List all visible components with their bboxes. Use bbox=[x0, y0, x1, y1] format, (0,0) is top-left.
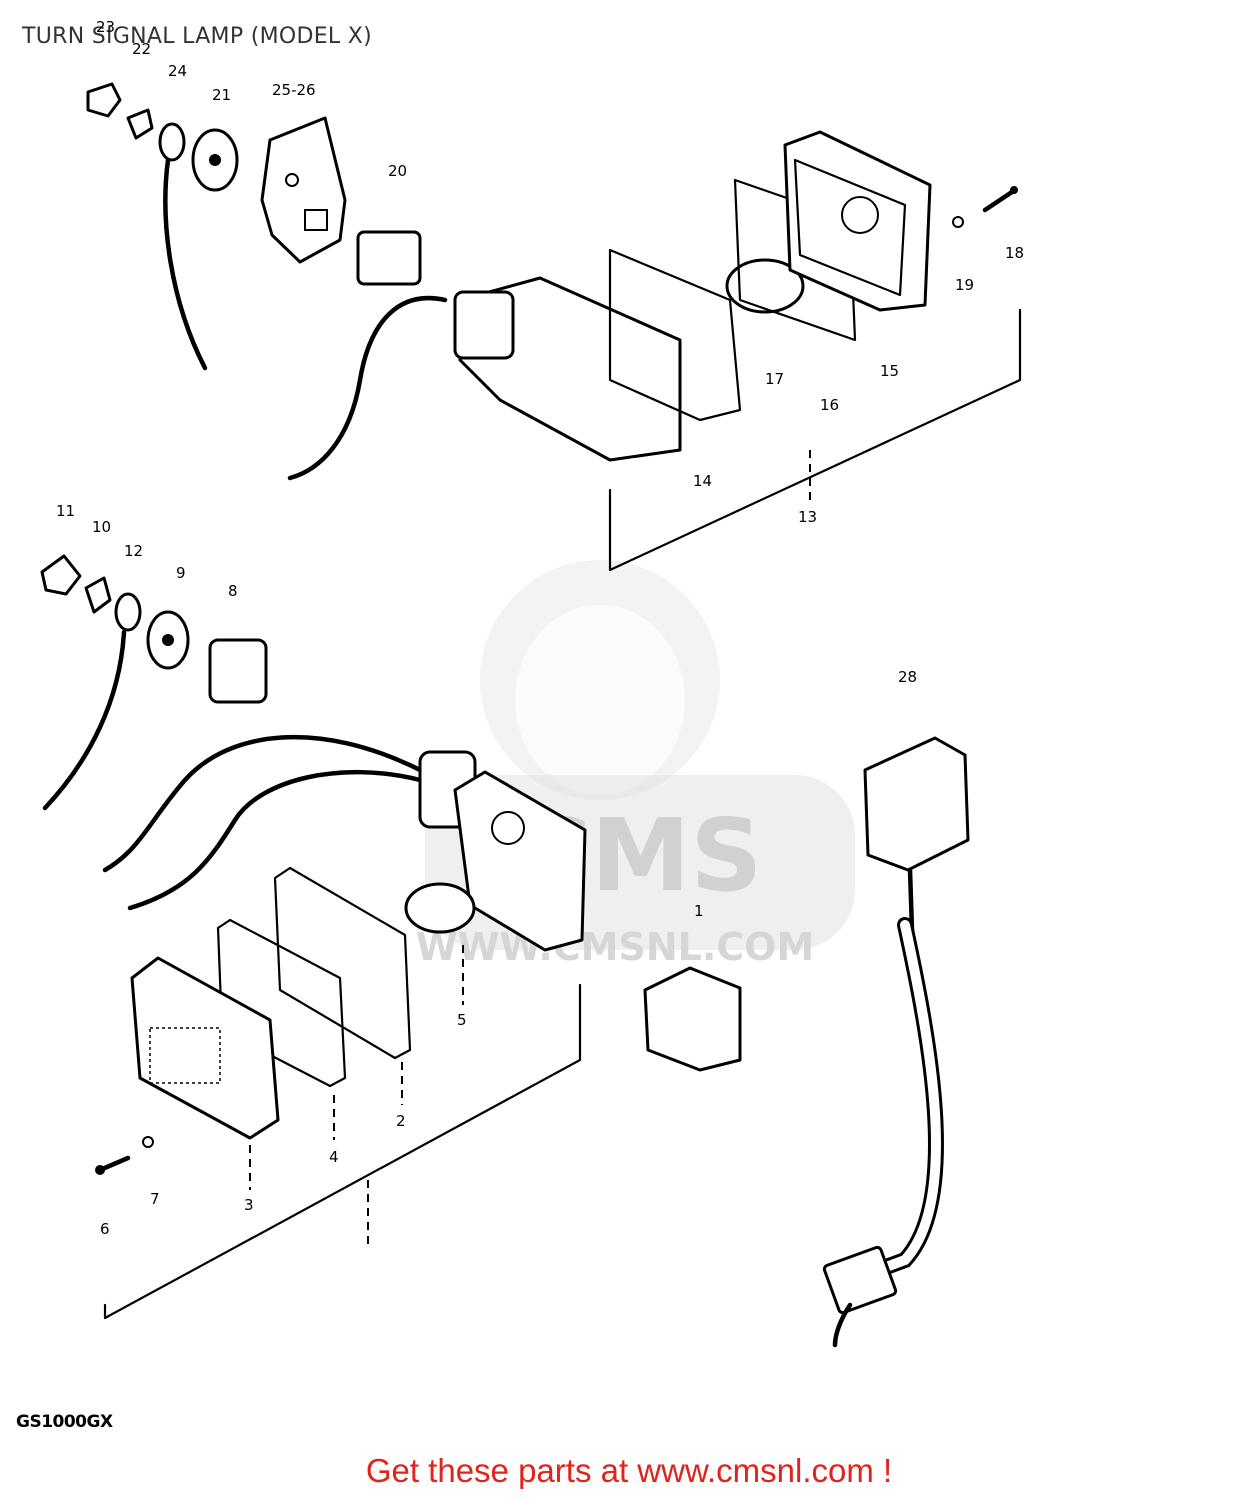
callout-2: 2 bbox=[396, 1112, 406, 1130]
callout-8: 8 bbox=[228, 582, 238, 600]
callout-7: 7 bbox=[150, 1190, 160, 1208]
lens-pattern bbox=[149, 1027, 221, 1084]
ground-wire bbox=[42, 629, 127, 811]
screw-head bbox=[1010, 186, 1018, 194]
lens-inner bbox=[793, 158, 907, 297]
callout-21: 21 bbox=[212, 86, 231, 104]
callout-24: 24 bbox=[168, 62, 187, 80]
callout-10: 10 bbox=[92, 518, 111, 536]
screw-18 bbox=[982, 187, 1018, 213]
housing-stem bbox=[453, 290, 515, 360]
signal-wire bbox=[287, 295, 448, 481]
diagram-title: TURN SIGNAL LAMP (MODEL X) bbox=[22, 24, 373, 49]
callout-labels: 23 22 24 21 25-26 20 18 19 15 17 16 14 1… bbox=[56, 18, 1024, 1238]
callout-9: 9 bbox=[176, 564, 186, 582]
model-code: GS1000GX bbox=[16, 1412, 113, 1432]
callout-11: 11 bbox=[56, 502, 75, 520]
relay-body-28 bbox=[863, 736, 970, 872]
bracket-hole bbox=[285, 173, 299, 187]
grommet-20 bbox=[356, 230, 422, 286]
footer-link-text[interactable]: Get these parts at www.cmsnl.com ! bbox=[365, 1452, 893, 1489]
screw-6 bbox=[97, 1155, 131, 1173]
callout-5: 5 bbox=[457, 1011, 467, 1029]
footer-cta[interactable]: Get these parts at www.cmsnl.com ! bbox=[0, 1452, 1238, 1490]
flasher-relay-28 bbox=[822, 736, 970, 1348]
bulb-17 bbox=[725, 258, 805, 314]
washer-22 bbox=[126, 108, 154, 140]
callout-25-26: 25-26 bbox=[272, 81, 316, 99]
callout-19: 19 bbox=[955, 276, 974, 294]
lock-washer-12 bbox=[114, 592, 142, 632]
nut-11 bbox=[40, 554, 82, 596]
cable-a bbox=[102, 734, 423, 873]
lens-reflector bbox=[841, 196, 879, 234]
gasket-2 bbox=[273, 866, 412, 1060]
callout-22: 22 bbox=[132, 40, 151, 58]
relay-connector bbox=[822, 1245, 898, 1315]
callout-4: 4 bbox=[329, 1148, 339, 1166]
lamp-housing-14 bbox=[458, 276, 682, 462]
socket bbox=[491, 811, 525, 845]
bracket-25-26 bbox=[260, 116, 347, 264]
front-turn-signal-assembly bbox=[86, 82, 1022, 572]
washer-7 bbox=[142, 1136, 154, 1148]
cable-b bbox=[127, 769, 423, 911]
callout-14: 14 bbox=[693, 472, 712, 490]
callout-28: 28 bbox=[898, 668, 917, 686]
relay-1 bbox=[643, 966, 742, 1072]
bracket-slot bbox=[304, 209, 328, 231]
washer-hole bbox=[209, 154, 221, 166]
callout-16: 16 bbox=[820, 396, 839, 414]
gasket-14 bbox=[608, 248, 742, 422]
callout-20: 20 bbox=[388, 162, 407, 180]
lock-washer-24 bbox=[158, 122, 186, 162]
rear-turn-signal-assembly bbox=[40, 554, 742, 1320]
lens-3 bbox=[130, 956, 280, 1140]
assembly-bracket-13 bbox=[608, 308, 1022, 572]
washer-9-hole bbox=[162, 634, 174, 646]
screw-6-head bbox=[95, 1165, 105, 1175]
washer-10 bbox=[84, 576, 112, 614]
relay-cable-inner bbox=[873, 920, 941, 1275]
callout-13: 13 bbox=[798, 508, 817, 526]
assembly-bracket-lower bbox=[103, 983, 582, 1320]
callout-23: 23 bbox=[96, 18, 115, 36]
connector-lead bbox=[832, 1302, 853, 1348]
nut-23 bbox=[86, 82, 122, 118]
callout-17: 17 bbox=[765, 370, 784, 388]
grommet-8 bbox=[208, 638, 268, 704]
callout-6: 6 bbox=[100, 1220, 110, 1238]
wire-lead bbox=[163, 157, 208, 371]
callout-12: 12 bbox=[124, 542, 143, 560]
callout-18: 18 bbox=[1005, 244, 1024, 262]
cms-watermark: CMS WWW.CMSNL.COM bbox=[416, 560, 855, 969]
washer-19 bbox=[952, 216, 964, 228]
bulb-5 bbox=[404, 882, 476, 934]
callout-15: 15 bbox=[880, 362, 899, 380]
relay-neck bbox=[907, 867, 915, 933]
callout-1: 1 bbox=[694, 902, 704, 920]
watermark-url: WWW.CMSNL.COM bbox=[416, 925, 815, 969]
callout-3: 3 bbox=[244, 1196, 254, 1214]
